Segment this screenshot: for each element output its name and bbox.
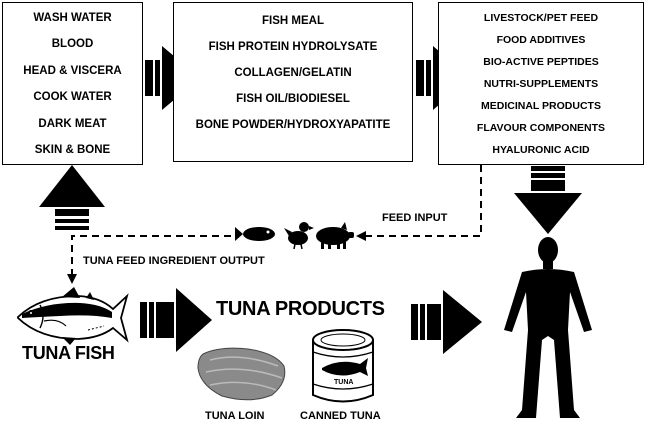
- application-item: MEDICINAL PRODUCTS: [481, 100, 601, 112]
- application-item: BIO-ACTIVE PEPTIDES: [483, 56, 599, 68]
- feed-input-label: FEED INPUT: [382, 212, 448, 224]
- application-item: FOOD ADDITIVES: [496, 34, 586, 46]
- processed-item: FISH PROTEIN HYDROLYSATE: [208, 41, 378, 53]
- feed-input-arrowhead: [356, 231, 366, 241]
- application-item: FLAVOUR COMPONENTS: [476, 122, 606, 134]
- byproduct-item: WASH WATER: [33, 12, 112, 24]
- tuna-loin-icon: [197, 347, 286, 401]
- human-figure-icon: [504, 237, 592, 418]
- byproduct-item: COOK WATER: [33, 91, 112, 104]
- feed-output-label: TUNA FEED INGREDIENT OUTPUT: [83, 255, 265, 267]
- arrow-fish-to-products: [140, 288, 212, 352]
- feed-output-arrowhead: [67, 274, 77, 284]
- arrow-applications-to-human: [514, 166, 582, 234]
- byproduct-item: DARK MEAT: [38, 117, 107, 130]
- canned-tuna-label: CANNED TUNA: [300, 410, 381, 422]
- tuna-fish-icon: [17, 287, 129, 345]
- application-item: NUTRI-SUPPLEMENTS: [483, 78, 599, 90]
- tuna-products-label: TUNA PRODUCTS: [216, 298, 385, 320]
- small-fish-icon: [235, 227, 275, 241]
- applications-box: LIVESTOCK/PET FEED FOOD ADDITIVES BIO-AC…: [438, 2, 644, 165]
- processed-item: FISH OIL/BIODIESEL: [236, 93, 350, 105]
- can-brand-text: TUNA: [334, 379, 353, 386]
- processed-item: FISH MEAL: [262, 15, 324, 27]
- pig-icon: [316, 222, 354, 249]
- application-item: HYALURONIC ACID: [492, 144, 590, 156]
- byproduct-item: BLOOD: [51, 38, 94, 51]
- processed-products-box: FISH MEAL FISH PROTEIN HYDROLYSATE COLLA…: [173, 2, 413, 162]
- arrow-products-to-human: [411, 290, 482, 354]
- byproduct-item: HEAD & VISCERA: [23, 64, 122, 77]
- canned-tuna-icon: TUNA: [312, 329, 374, 403]
- chicken-icon: [284, 222, 314, 250]
- byproduct-item: SKIN & BONE: [34, 143, 111, 156]
- processed-item: BONE POWDER/HYDROXYAPATITE: [195, 119, 391, 131]
- byproducts-box: WASH WATER BLOOD HEAD & VISCERA COOK WAT…: [2, 2, 143, 165]
- arrow-fish-to-byproducts: [39, 165, 105, 230]
- application-item: LIVESTOCK/PET FEED: [483, 12, 599, 24]
- feed-loop-dashed-line: [71, 165, 482, 278]
- processed-item: COLLAGEN/GELATIN: [234, 67, 352, 79]
- tuna-loin-label: TUNA LOIN: [205, 410, 265, 422]
- tuna-fish-label: TUNA FISH: [22, 343, 115, 363]
